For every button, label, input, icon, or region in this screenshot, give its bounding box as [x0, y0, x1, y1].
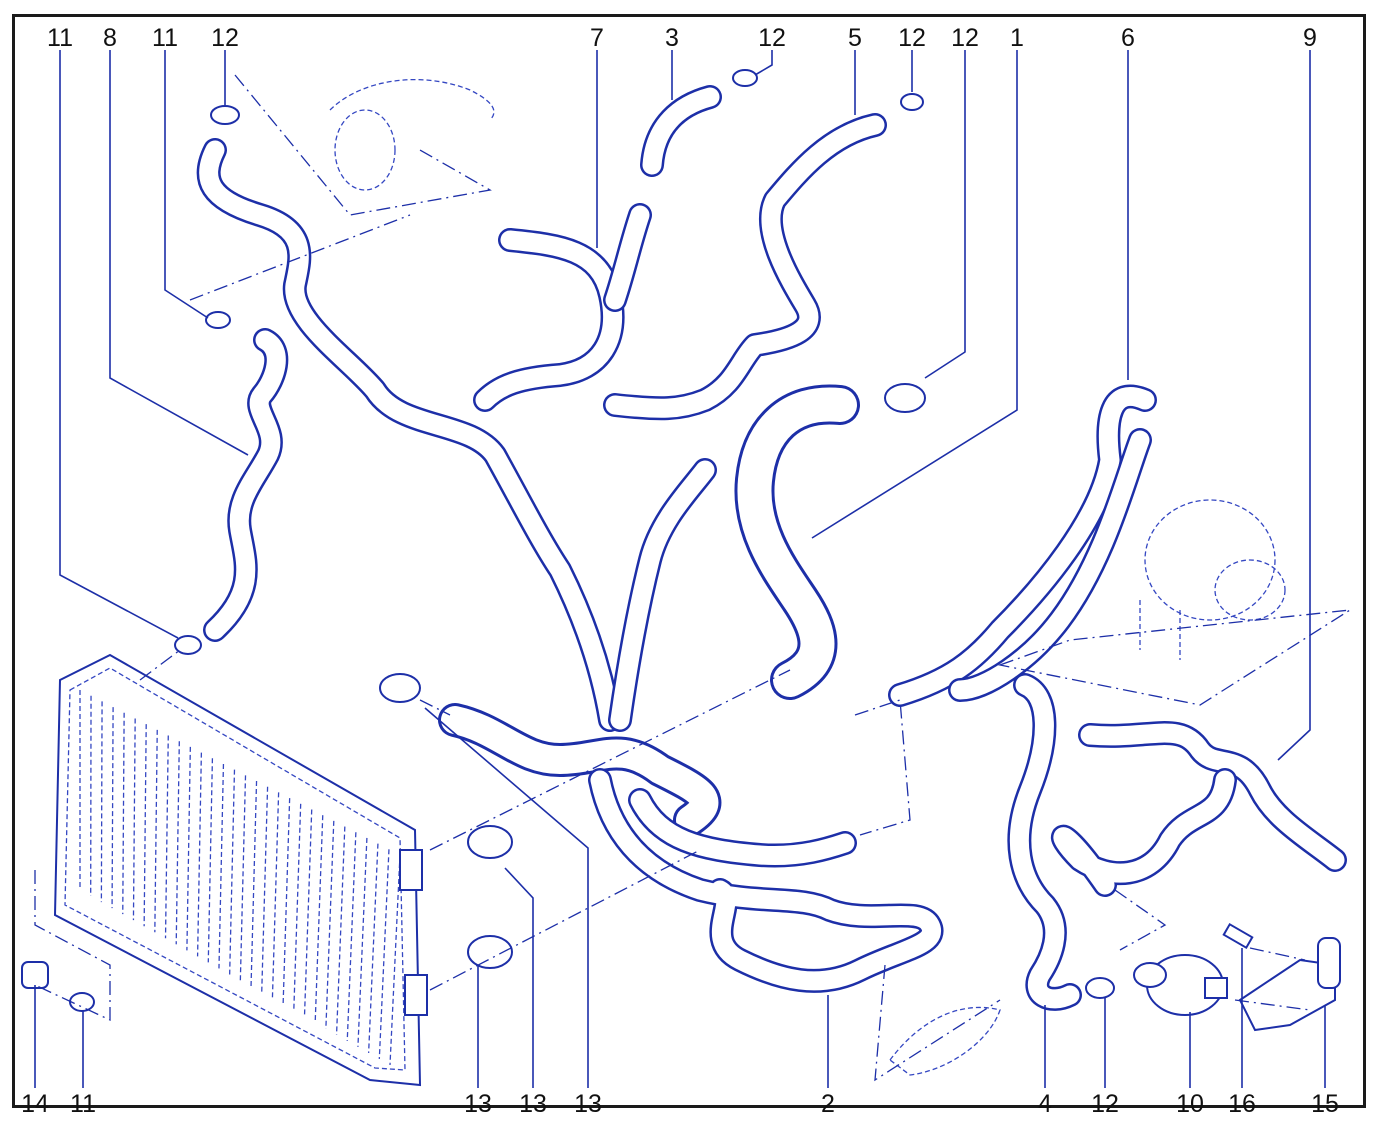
- hose-5: [603, 113, 887, 421]
- radiator-fin: [196, 752, 203, 957]
- callout-label-top-12: 6: [1121, 24, 1135, 52]
- radiator-fin: [175, 741, 180, 945]
- callout-label-bottom-9: 10: [1176, 1090, 1204, 1118]
- hose-bundle-lower: [438, 458, 944, 993]
- radiator-fin: [282, 798, 291, 1005]
- callout-label-top-10: 12: [951, 24, 979, 52]
- radiator-fin: [314, 815, 324, 1023]
- leader-lines: [34, 50, 1326, 1088]
- hose-6: [888, 384, 1157, 707]
- callout-label-top-4: 12: [211, 24, 239, 52]
- radiator: [53, 653, 428, 1087]
- radiator-fin: [239, 775, 247, 981]
- radiator-fin: [367, 843, 379, 1053]
- hose-1: [734, 384, 860, 700]
- radiator-fin: [111, 707, 114, 909]
- clamps: [21, 69, 1115, 1012]
- callout-label-bottom-7: 4: [1038, 1090, 1052, 1118]
- callout-label-top-2: 8: [103, 24, 117, 52]
- radiator-fin: [293, 803, 302, 1011]
- callout-label-top-7: 12: [758, 24, 786, 52]
- callout-label-top-6: 3: [665, 24, 679, 52]
- hose-9: [1050, 721, 1347, 897]
- callout-label-top-8: 5: [848, 24, 862, 52]
- radiator-fin: [132, 718, 136, 921]
- callout-label-bottom-10: 16: [1228, 1090, 1256, 1118]
- callout-label-bottom-4: 13: [519, 1090, 547, 1118]
- callout-label-bottom-11: 15: [1311, 1090, 1339, 1118]
- hose-4: [1007, 673, 1082, 1011]
- callout-label-bottom-8: 12: [1091, 1090, 1119, 1118]
- callout-label-top-5: 7: [590, 24, 604, 52]
- radiator-fin: [100, 701, 103, 903]
- callout-label-bottom-1: 14: [21, 1090, 49, 1118]
- radiator-fin: [143, 724, 147, 927]
- radiator-fin: [303, 809, 313, 1017]
- water-pump: [1133, 954, 1228, 1016]
- radiator-fin: [335, 826, 346, 1035]
- radiator-fin: [122, 712, 125, 915]
- radiator-fin: [325, 820, 335, 1029]
- radiator-fin: [250, 781, 258, 987]
- engine-sketches: [329, 79, 1286, 1076]
- radiator-fin: [207, 758, 214, 963]
- callout-label-bottom-6: 2: [821, 1090, 835, 1118]
- callout-label-bottom-2: 11: [70, 1090, 96, 1118]
- radiator-fin: [164, 735, 169, 939]
- hose-main-upper: [196, 138, 622, 732]
- bracket: [1222, 922, 1341, 1032]
- radiator-fin: [261, 786, 269, 993]
- callout-label-top-1: 11: [47, 24, 73, 52]
- radiator-fin: [357, 837, 368, 1047]
- callout-label-top-13: 9: [1303, 24, 1317, 52]
- radiator-fin: [271, 792, 280, 999]
- callout-label-bottom-3: 13: [464, 1090, 492, 1118]
- callout-label-top-11: 1: [1010, 24, 1024, 52]
- radiator-fin: [378, 849, 390, 1059]
- radiator-fin: [346, 832, 357, 1041]
- hose-7: [473, 203, 652, 412]
- callout-label-bottom-5: 13: [574, 1090, 602, 1118]
- radiator-fin: [389, 854, 401, 1066]
- radiator-fin: [218, 763, 225, 969]
- hose-3: [640, 85, 722, 177]
- radiator-fin: [154, 729, 158, 933]
- callout-label-top-9: 12: [898, 24, 926, 52]
- callout-label-top-3: 11: [152, 24, 178, 52]
- radiator-fin: [229, 769, 236, 975]
- guide-lines: [34, 74, 1351, 1082]
- radiator-fin: [186, 746, 191, 951]
- hose-8: [203, 328, 289, 642]
